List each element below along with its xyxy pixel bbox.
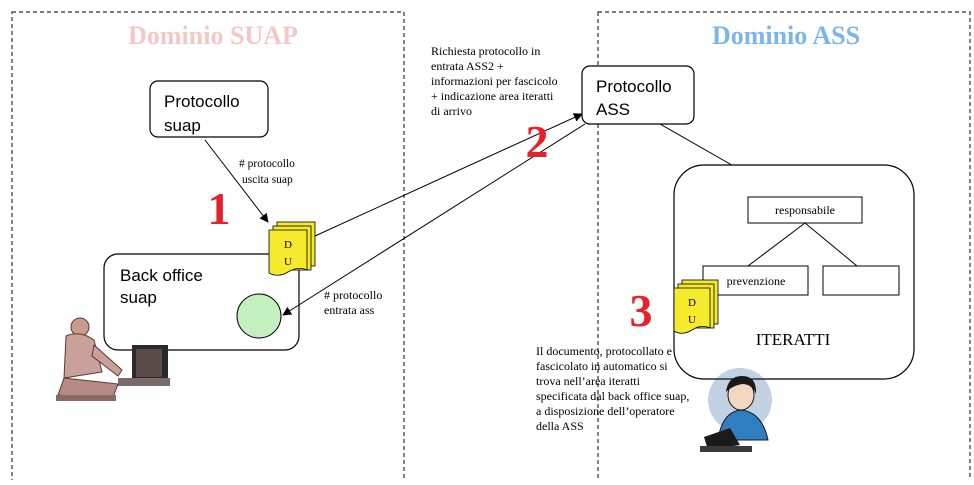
protocollo-suap-label-1: Protocollo	[164, 92, 240, 111]
tree-line-left	[747, 222, 806, 267]
suap-domain-title: Dominio SUAP	[128, 21, 298, 50]
note-documento-1: Il documento, protocollato e	[536, 344, 672, 358]
note-richiesta-4: + indicazione area iteratti	[431, 89, 554, 103]
doc-label-u-ass: U	[688, 314, 696, 326]
protocollo-ass-box	[581, 65, 695, 125]
prevenzione-box	[702, 265, 809, 296]
doc-label-u: U	[284, 256, 292, 268]
note-richiesta-2: entrata ASS2 +	[431, 59, 504, 73]
document-stack-ass: D U	[673, 279, 719, 334]
note-protocollo-entrata-2: entrata ass	[324, 303, 375, 317]
note-protocollo-entrata-1: # protocollo	[324, 288, 382, 302]
note-protocollo-uscita-1: # protocollo	[239, 158, 295, 170]
protocollo-suap-label-2: suap	[164, 116, 201, 135]
protocollo-ass-label-2: ASS	[596, 100, 630, 119]
back-office-label-1: Back office	[120, 266, 203, 285]
empty-unit-box	[822, 265, 900, 296]
step-1-number: 1	[208, 183, 231, 234]
note-documento-5: a disposizione dell’operatore	[536, 404, 675, 418]
responsabile-label: responsabile	[775, 203, 835, 217]
note-protocollo-uscita-2: uscita suap	[242, 174, 293, 186]
note-richiesta-1: Richiesta protocollo in	[431, 44, 540, 58]
note-documento-3: trova nell’area iteratti	[536, 374, 641, 388]
step-2-number: 2	[526, 116, 549, 167]
ass-domain-title: Dominio ASS	[712, 21, 860, 50]
doc-label-d-ass: D	[688, 297, 696, 309]
suap-operator-illustration	[56, 317, 170, 401]
note-documento-6: della ASS	[536, 419, 584, 433]
document-stack-suap: D U	[268, 221, 316, 276]
doc-label-d: D	[284, 239, 292, 251]
note-richiesta-3: informazioni per fascicolo	[431, 74, 558, 88]
note-richiesta-5: di arrivo	[431, 104, 472, 118]
note-documento-2: fascicolato in automatico si	[536, 359, 668, 373]
arrow-suap-to-doc	[204, 139, 269, 223]
ass-domain-frame	[597, 11, 971, 483]
step-3-number: 3	[630, 285, 653, 336]
incoming-document-circle	[236, 293, 282, 339]
arrow-doc-to-protocollo-ass	[314, 113, 583, 237]
prevenzione-label: prevenzione	[727, 274, 786, 288]
note-documento-4: specificata dal back office suap,	[536, 389, 689, 403]
protocollo-ass-label-1: Protocollo	[596, 77, 672, 96]
arrow-protocollo-ass-to-circle	[282, 123, 586, 316]
tree-line-right	[804, 222, 858, 267]
iteratti-label: ITERATTI	[756, 330, 831, 349]
protocollo-suap-box	[149, 80, 269, 138]
back-office-label-2: suap	[120, 288, 157, 307]
ass-operator-illustration	[700, 368, 772, 452]
